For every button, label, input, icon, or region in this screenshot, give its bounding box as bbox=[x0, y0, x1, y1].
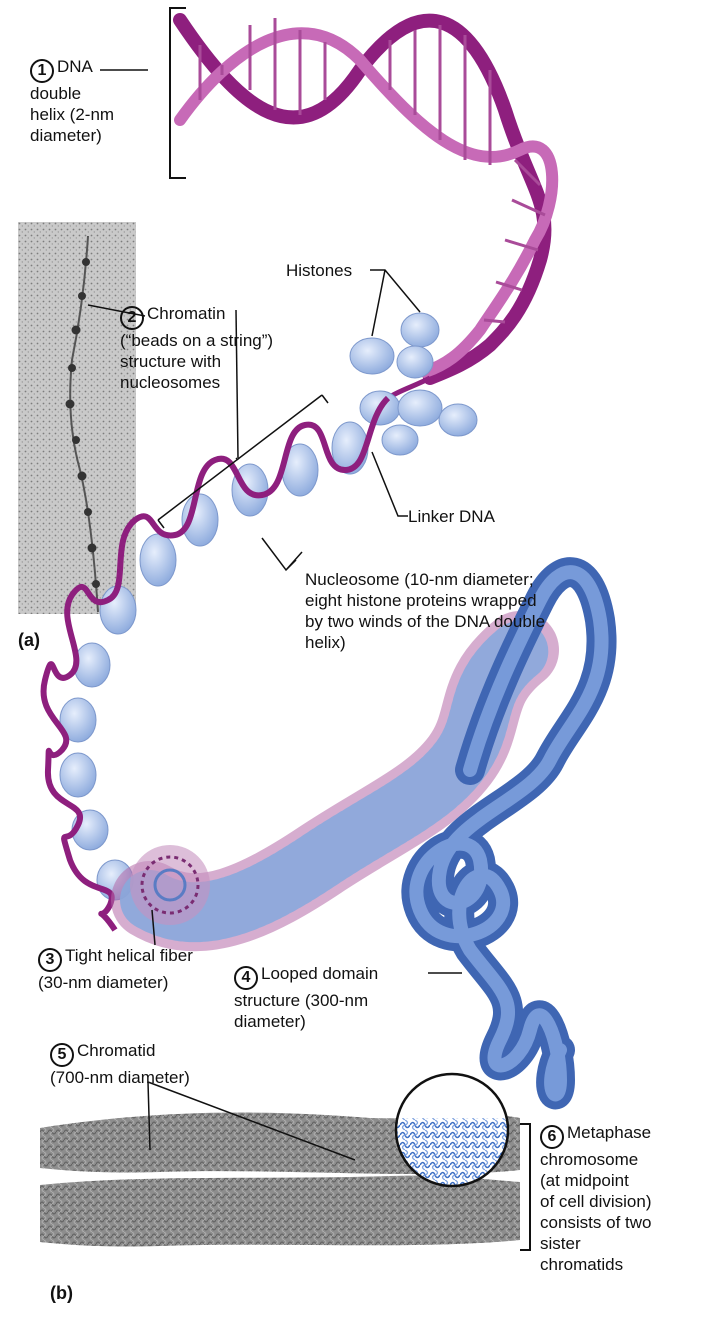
nucleosome-bracket bbox=[262, 538, 302, 570]
step-5-badge: 5 bbox=[50, 1043, 74, 1067]
step-1-badge: 1 bbox=[30, 59, 54, 83]
label-fiber-text: Tight helical fiber (30-nm diameter) bbox=[38, 946, 193, 992]
label-linker-dna: Linker DNA bbox=[408, 506, 495, 527]
step-2-badge: 2 bbox=[120, 306, 144, 330]
metaphase-bracket bbox=[520, 1124, 530, 1250]
panel-label-a: (a) bbox=[18, 630, 40, 651]
label-nucleosome: Nucleosome (10-nm diameter; eight histon… bbox=[305, 569, 545, 653]
label-histones: Histones bbox=[286, 260, 352, 281]
linker-leader-line bbox=[372, 452, 408, 516]
step-3-badge: 3 bbox=[38, 948, 62, 972]
step-6-badge: 6 bbox=[540, 1125, 564, 1149]
panel-label-b: (b) bbox=[50, 1283, 73, 1304]
magnifier-circle bbox=[396, 1074, 508, 1186]
step-4-badge: 4 bbox=[234, 966, 258, 990]
